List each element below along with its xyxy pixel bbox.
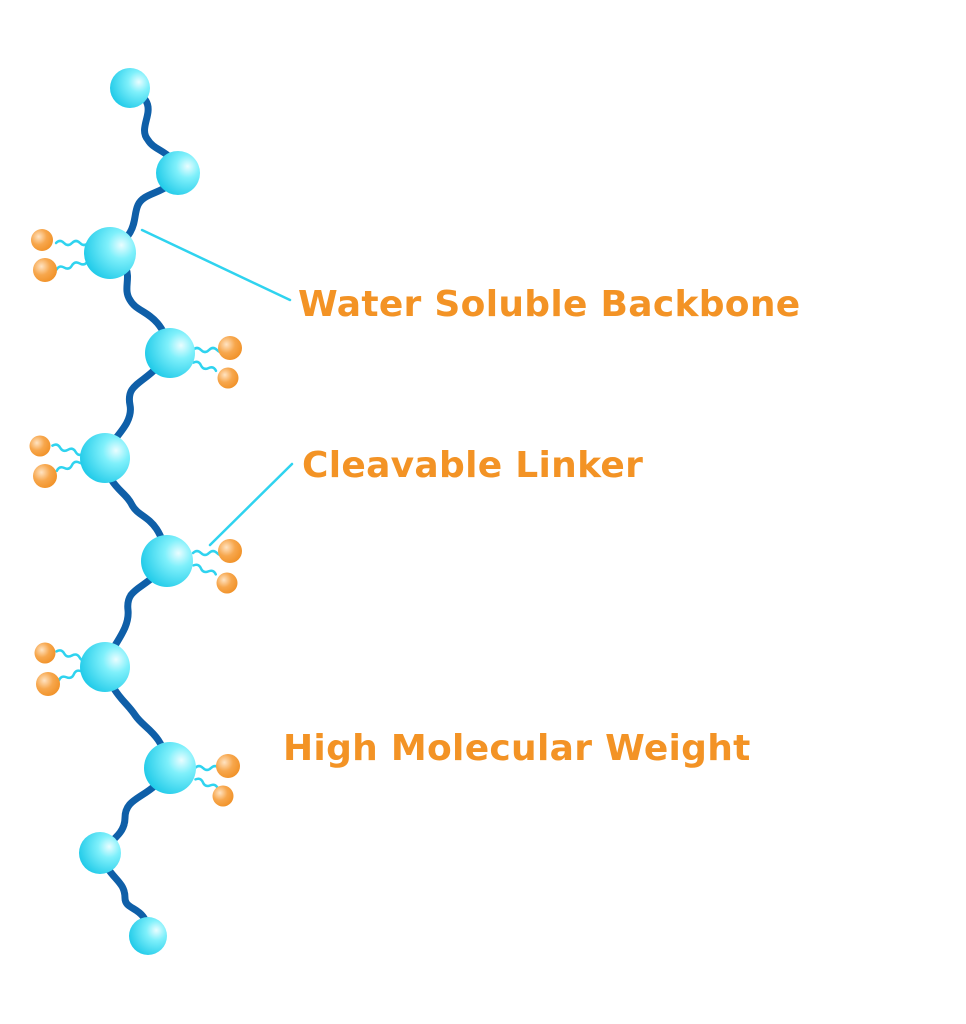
linker-wave [54,239,90,247]
backbone-unit [144,742,196,794]
backbone-leader-line [140,228,292,302]
backbone-unit [141,535,193,587]
backbone-unit [84,227,136,279]
payloads [29,229,242,807]
high-molecular-weight-label: High Molecular Weight [283,728,751,769]
backbone-units [79,68,200,955]
backbone-unit [80,433,130,483]
backbone-chain [96,86,182,939]
payload-sphere [218,539,242,563]
backbone-unit [110,68,150,108]
payload-sphere [33,258,57,282]
payload-sphere [29,435,51,457]
linker-wave [55,260,89,271]
backbone-segment [96,849,152,939]
payload-sphere [216,572,238,594]
leader-lines [140,228,294,547]
payload-sphere [33,464,57,488]
payload-sphere [34,642,56,664]
linker-wave [51,443,85,457]
backbone-unit [156,151,200,195]
backbone-unit [129,917,167,955]
water-soluble-backbone-label: Water Soluble Backbone [298,284,801,325]
backbone-unit [79,832,121,874]
linker-wave [192,360,218,373]
backbone-unit [145,328,195,378]
payload-sphere [216,754,240,778]
payload-sphere [212,785,234,807]
cleavable-linker-label: Cleavable Linker [302,445,644,486]
payload-sphere [217,367,239,389]
linker-leader-line [208,462,294,547]
payload-sphere [31,229,53,251]
payload-sphere [218,336,242,360]
backbone-unit [80,642,130,692]
linker-wave [194,777,220,790]
linkers [51,239,227,790]
payload-sphere [36,672,60,696]
linker-wave [192,563,218,576]
